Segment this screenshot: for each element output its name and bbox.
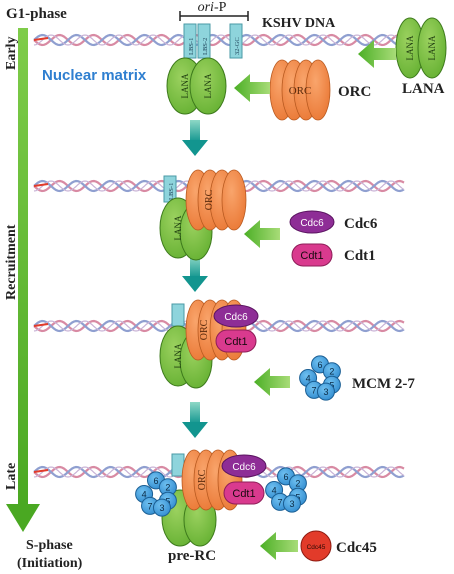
initiation-label: (Initiation) <box>17 556 83 571</box>
free-cdt1-label: Cdt1 <box>300 250 323 262</box>
mcm-subunit-label-7: 7 <box>278 497 283 507</box>
gc32-label: 32-GC <box>234 37 241 55</box>
mcm-subunit-3 <box>282 494 301 513</box>
lbs1-site: LBS-1 <box>183 23 197 59</box>
pre-rc-complex: ORC Cdc6 Cdt1 <box>161 449 267 547</box>
step-arrow-1 <box>182 120 208 156</box>
complex-row3: LANA ORC Cdc6 Cdt1 <box>159 299 259 389</box>
mcm-subunit-label-2: 2 <box>329 367 334 377</box>
free-lana-dimer: LANA LANA <box>395 17 447 79</box>
early-label: Early <box>4 37 19 70</box>
dna-end-1 <box>33 37 49 41</box>
cdc6-label-row4: Cdc6 <box>232 462 256 473</box>
recruitment-label: Recruitment <box>4 224 19 300</box>
step-arrow-2 <box>182 256 208 292</box>
orc-caption: ORC <box>338 84 371 100</box>
mcm-hexamer-left: 624573 <box>135 471 177 517</box>
cdt1-label-row4: Cdt1 <box>232 488 255 500</box>
mcm-subunit-label-3: 3 <box>323 387 328 397</box>
arrow-mcm <box>254 368 290 396</box>
ori-italic: ori <box>198 0 214 15</box>
gc32-site: 32-GC <box>229 23 243 59</box>
cdc45-label: Cdc45 <box>307 544 326 551</box>
free-cdc45: Cdc45 <box>300 530 332 562</box>
mcm-caption: MCM 2-7 <box>352 376 415 392</box>
dna-end-4 <box>33 469 49 473</box>
arrow-cdc6-cdt1 <box>244 220 280 248</box>
mcm-subunit-label-4: 4 <box>142 490 147 500</box>
mcm-subunit-label-6: 6 <box>283 472 288 482</box>
mcm-subunit-3 <box>316 382 335 401</box>
lbs2-label: LBS-2 <box>202 38 209 55</box>
mcm-subunit-3 <box>152 498 171 517</box>
arrow-lana-to-orc <box>358 40 396 68</box>
free-cdc6: Cdc6 <box>289 210 335 234</box>
timeline-arrow <box>6 28 40 532</box>
mcm-subunit-label-6: 6 <box>153 476 158 486</box>
mcm-hexamer-right: 624573 <box>265 467 307 513</box>
ori-p-label: ori-P <box>198 0 227 15</box>
lbs2-site: LBS-2 <box>197 23 211 59</box>
mcm-subunit-label-3: 3 <box>159 503 164 513</box>
free-orc: ORC <box>269 59 331 121</box>
g1-phase-label: G1-phase <box>6 6 67 22</box>
orc-label-row4: ORC <box>197 469 208 490</box>
lana-label-row1a: LANA <box>180 73 190 98</box>
mcm-subunit-label-3: 3 <box>289 499 294 509</box>
nuclear-matrix-label: Nuclear matrix <box>42 67 147 84</box>
free-cdt1: Cdt1 <box>291 243 333 267</box>
free-lana-label-b: LANA <box>427 35 437 60</box>
step-arrow-3 <box>182 402 208 438</box>
mcm-subunit-label-4: 4 <box>272 486 277 496</box>
lbs1-label: LBS-1 <box>188 38 195 55</box>
late-label: Late <box>4 463 19 490</box>
s-phase-label: S-phase <box>26 538 73 553</box>
dna-end-3 <box>33 323 49 327</box>
free-cdc6-label: Cdc6 <box>300 218 324 229</box>
cdc6-label-row3: Cdc6 <box>224 312 248 323</box>
ori-p-bracket <box>179 11 249 21</box>
dna-end-2 <box>33 183 49 187</box>
mcm-subunit-label-2: 2 <box>295 479 300 489</box>
ori-suffix: -P <box>214 0 227 15</box>
mcm-subunit-label-6: 6 <box>317 360 322 370</box>
free-orc-label: ORC <box>289 85 312 97</box>
cdt1-label-row3: Cdt1 <box>224 336 247 348</box>
mcm-subunit-label-7: 7 <box>148 501 153 511</box>
lana-label-row1b: LANA <box>203 73 213 98</box>
lbs1-label-row2: LBS-1 <box>168 183 175 200</box>
lana-orc-complex-row2: LBS-1 LANA ORC <box>159 169 247 261</box>
pre-rc-label: pre-RC <box>168 548 216 564</box>
free-mcm-2-7: 624573 <box>299 355 341 401</box>
lana-label-row2: LANA <box>173 215 183 240</box>
free-lana-label-a: LANA <box>405 35 415 60</box>
lana-label-row3: LANA <box>173 343 183 368</box>
cdc6-caption: Cdc6 <box>344 216 378 232</box>
mcm-subunit-label-4: 4 <box>306 374 311 384</box>
arrow-orc-to-lana <box>234 74 270 102</box>
dna-strand-1 <box>33 33 401 47</box>
orc-label-row2: ORC <box>204 189 215 210</box>
dna-strand-1 <box>33 34 401 46</box>
free-lana-caption: LANA <box>402 81 445 97</box>
mcm-subunit-label-2: 2 <box>165 483 170 493</box>
cdt1-caption: Cdt1 <box>344 248 376 264</box>
orc-label-row3: ORC <box>199 319 210 340</box>
arrow-cdc45 <box>260 532 298 560</box>
cdc45-caption: Cdc45 <box>336 540 377 556</box>
lana-dimer-row1: LANA LANA <box>166 57 227 115</box>
mcm-subunit-label-7: 7 <box>312 385 317 395</box>
kshv-dna-label: KSHV DNA <box>262 16 336 31</box>
